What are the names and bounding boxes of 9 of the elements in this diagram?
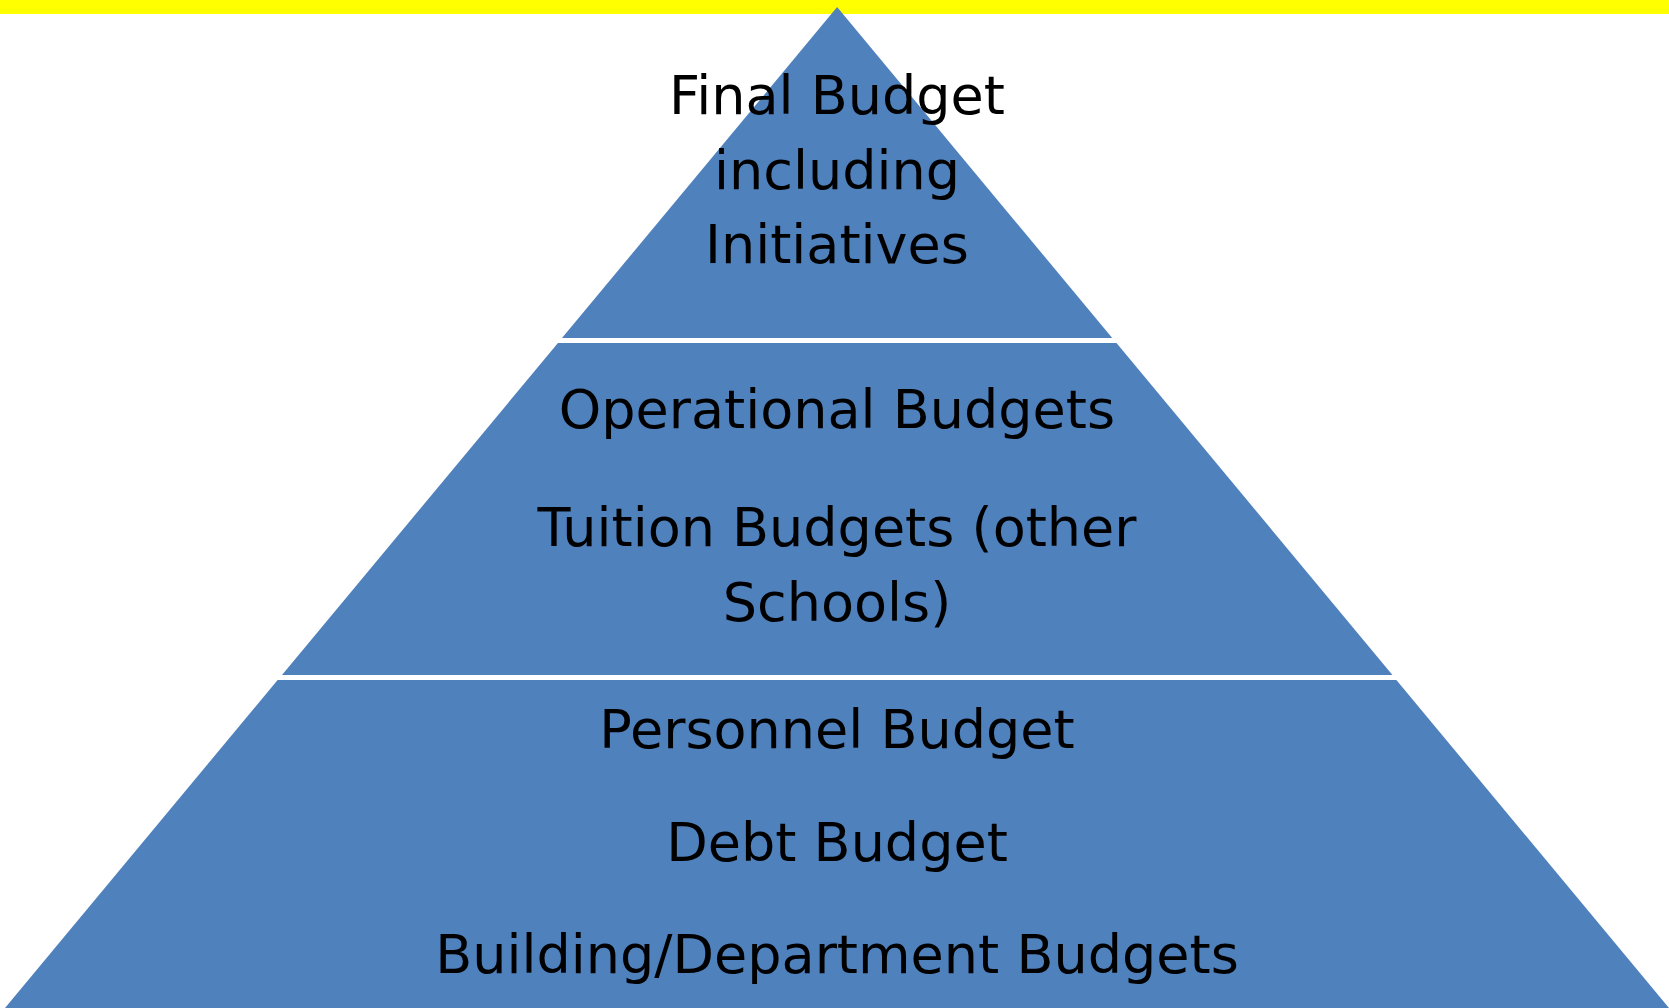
pyramid-tier <box>281 343 1393 675</box>
tier-label: Tuition Budgets (other Schools) <box>536 495 1138 636</box>
top-bar <box>0 0 1669 14</box>
tier-label: Personnel Budget <box>598 696 1076 763</box>
tier-label: Building/Department Budgets <box>434 921 1240 988</box>
tier-label: Operational Budgets <box>557 376 1117 443</box>
tier-label: Debt Budget <box>665 809 1009 876</box>
pyramid-tier <box>561 7 1113 338</box>
pyramid-tier <box>5 680 1669 1008</box>
